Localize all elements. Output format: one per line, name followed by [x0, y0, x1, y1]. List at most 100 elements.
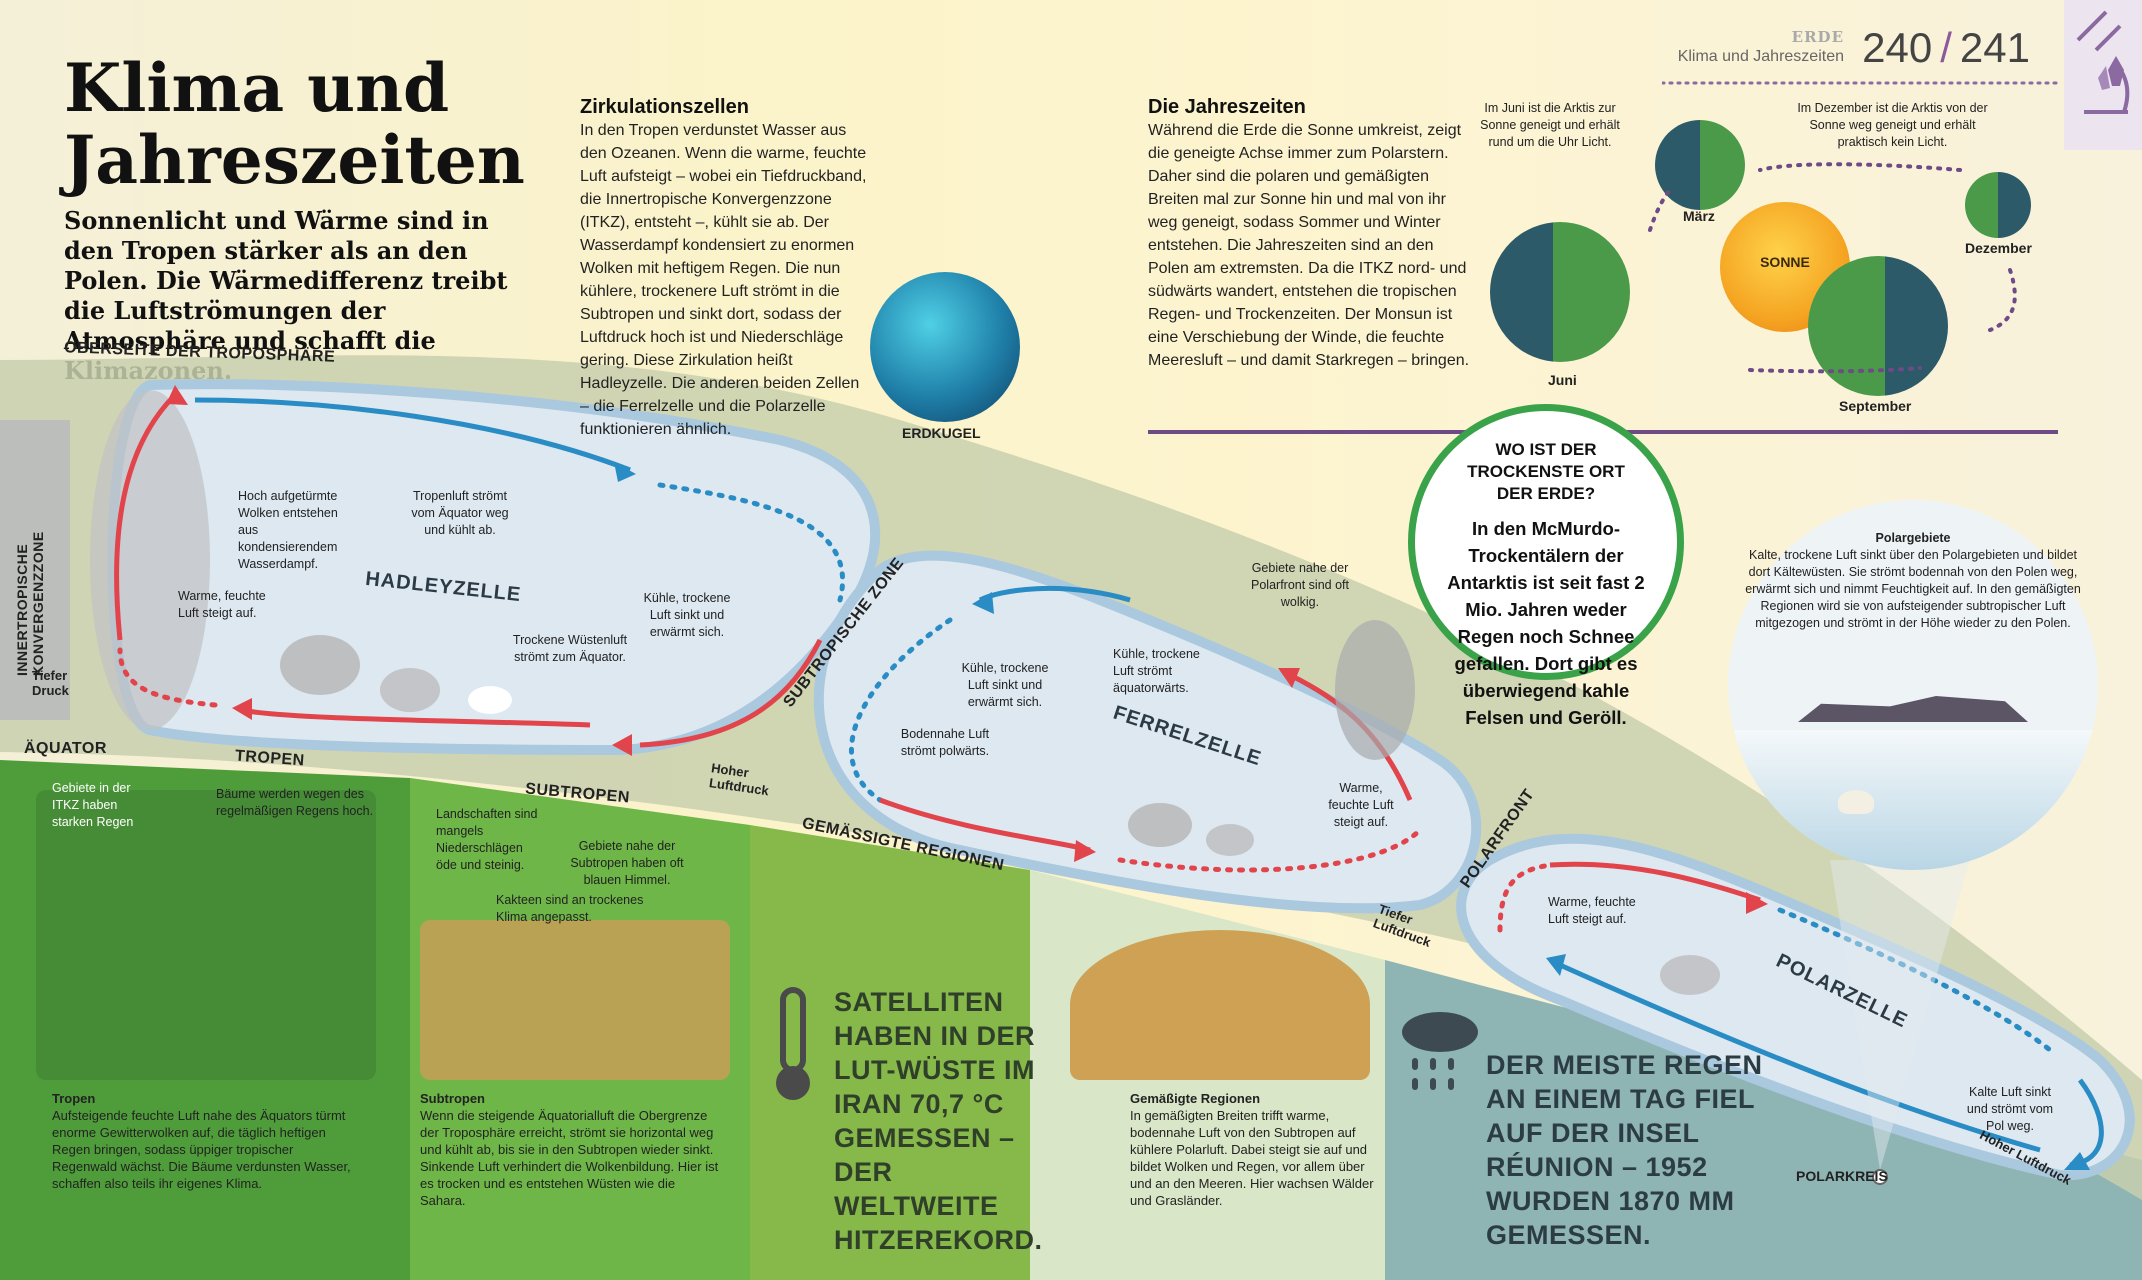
hadley-outflow-arrowhead: [614, 462, 636, 482]
sun-label: SONNE: [1760, 254, 1810, 270]
hadley-surface-arrow: [239, 707, 591, 728]
caption-polar-rises: Warme, feuchte Luft steigt auf.: [1548, 895, 1636, 926]
ferrel-return-arrowhead: [1278, 668, 1300, 688]
cloud: [380, 668, 440, 712]
polar-region-heading: Polargebiete: [1875, 531, 1951, 545]
subtropics-text-block: Subtropen Wenn die steigende Äquatoriall…: [420, 1090, 720, 1209]
circulation-heading: Zirkulationszellen: [580, 96, 749, 118]
caption-ferrel-equator: Kühle, trockene Luft strömt äquatorwärts…: [1113, 647, 1200, 695]
caption-ferrel-sinks: Kühle, trockene Luft sinkt und erwärmt s…: [961, 661, 1049, 709]
satellite-fact: SATELLITEN HABEN IN DER LUT-WÜSTE IM IRA…: [768, 985, 1042, 1257]
ferrel-surface-arrowhead: [1074, 840, 1096, 862]
chapter-tab: [2064, 0, 2142, 150]
mountains: [1798, 696, 2028, 722]
june-label: Juni: [1548, 372, 1577, 388]
rainforest-illustration: [36, 790, 376, 1080]
polar-upper-arrowhead: [1746, 892, 1768, 914]
ferrel-surface-arrow: [879, 797, 1091, 853]
itcz-cloud: [0, 420, 70, 720]
rain-fact-text: DER MEISTE REGEN AN EINEM TAG FIEL AUF D…: [1486, 1050, 1763, 1250]
polar-upper-arrow: [1549, 861, 1761, 903]
hadley-sinking-dots: [657, 482, 845, 603]
thermometer-icon: [776, 987, 810, 1100]
cloud: [468, 686, 512, 714]
tropics-body: Aufsteigende feuchte Luft nahe des Äquat…: [52, 1108, 351, 1191]
lead-text: Sonnenlicht und Wärme sind in den Tropen…: [64, 206, 508, 385]
polar-surface-arrow: [1558, 962, 2041, 1153]
ice-field: [1728, 730, 2098, 870]
ferrel-rising-dots: [1117, 827, 1423, 873]
hadley-rising-arrow: [114, 393, 177, 641]
header-rule: [1662, 81, 2062, 85]
orbit-arrows: [1648, 162, 2017, 374]
polar-region-body: Kalte, trockene Luft sinkt über den Pola…: [1745, 548, 2081, 630]
caption-land: Landschaften sind mangels Niederschlägen…: [436, 807, 538, 872]
march-label: März: [1683, 208, 1715, 224]
caption-desert-air: Trockene Wüstenluft strömt zum Äquator.: [512, 633, 628, 664]
tropics-text-block: Tropen Aufsteigende feuchte Luft nahe de…: [52, 1090, 352, 1192]
globe-icon: [870, 272, 1020, 422]
hadley-outflow-arrow: [194, 397, 631, 473]
rain-cloud-icon: [1402, 1012, 1478, 1090]
seasons-section: Die Jahreszeiten Während die Erde die So…: [1148, 96, 1478, 372]
polar-rising-dots: [1497, 862, 1553, 933]
polar-circle-label: POLARKREIS: [1796, 1168, 1888, 1184]
caption-ground-air: Bodennahe Luft strömt polwärts.: [900, 727, 990, 758]
microscope-icon: [2076, 10, 2130, 114]
title-line-2: Jahreszeiten: [64, 121, 525, 199]
polar-surface-arrowhead: [1546, 954, 1566, 976]
page-left: 240: [1862, 24, 1933, 71]
header-category: ERDE: [1791, 28, 1844, 46]
cloud: [1206, 824, 1254, 856]
september-label: September: [1839, 398, 1912, 414]
hadley-surface-arrowhead: [232, 698, 252, 720]
page-title: Klima und Jahreszeiten: [64, 52, 525, 196]
page-separator: /: [1940, 24, 1952, 71]
temperate-body: In gemäßigten Breiten trifft warme, bode…: [1130, 1108, 1374, 1208]
ferrel-upper-arrowhead: [972, 592, 994, 614]
earth-march-icon: [1655, 120, 1745, 210]
earth-december-icon: [1965, 172, 2031, 238]
seasons-heading: Die Jahreszeiten: [1148, 96, 1306, 118]
subtropics-heading: Subtropen: [420, 1091, 485, 1106]
caption-cacti: Kakteen sind an trockenes Klima angepass…: [496, 893, 644, 924]
header-subtitle: Klima und Jahreszeiten: [1677, 48, 1844, 65]
temperate-text-block: Gemäßigte Regionen In gemäßigten Breiten…: [1130, 1090, 1380, 1209]
temperate-heading: Gemäßigte Regionen: [1130, 1091, 1261, 1106]
page-right: 241: [1959, 24, 2030, 71]
subtropics-body: Wenn die steigende Äquatorialluft die Ob…: [420, 1108, 719, 1208]
polar-region-text: Polargebiete Kalte, trockene Luft sinkt …: [1745, 530, 2081, 632]
driest-answer: In den McMurdo-Trockentälern der Antarkt…: [1447, 518, 1645, 728]
polar-upper-dots: [1777, 907, 2053, 1053]
hadley-return-arrow: [639, 638, 823, 748]
ferrel-cell: [813, 550, 1482, 914]
polar-bear-icon: [1838, 790, 1874, 814]
polar-circle-marker: [1872, 1169, 1888, 1185]
cloud: [280, 635, 360, 695]
tower-clouds: [90, 390, 210, 730]
tropics-heading: Tropen: [52, 1091, 96, 1106]
june-note: Im Juni ist die Arktis zur Sonne geneigt…: [1480, 101, 1620, 149]
caption-polar-front-clouds: Gebiete nahe der Polarfront sind oft wol…: [1251, 561, 1349, 609]
december-note: Im Dezember ist die Arktis von der Sonne…: [1797, 101, 1988, 149]
caption-trees: Bäume werden wegen des regelmäßigen Rege…: [216, 787, 374, 818]
december-label: Dezember: [1965, 240, 2032, 256]
itcz-label: INNERTROPISCHE KONVERGENZZONE: [14, 531, 46, 676]
caption-rain: Gebiete in der ITKZ haben starken Regen: [52, 781, 134, 829]
polar-front-clouds: [1335, 620, 1415, 760]
caption-tropical-air: Tropenluft strömt vom Äquator weg und kü…: [411, 489, 509, 537]
circulation-text: In den Tropen verdunstet Wasser aus den …: [580, 122, 867, 438]
caption-cool-sinks: Kühle, trockene Luft sinkt und erwärmt s…: [643, 591, 731, 639]
hadley-surface-dots: [117, 647, 218, 708]
earth-june-icon: [1490, 222, 1630, 362]
page-numbers: 240/241: [1862, 24, 2030, 72]
driest-place-callout: WO IST DER TROCKENSTE ORT DER ERDE? In d…: [1408, 404, 1684, 728]
ferrel-sinking-dots: [849, 617, 953, 803]
hadley-rising-arrowhead: [166, 385, 188, 405]
seasons-text: Während die Erde die Sonne umkreist, zei…: [1148, 122, 1470, 369]
polar-ground: [1385, 960, 2142, 1280]
magnifier-beam: [1830, 860, 1970, 1170]
caption-polar-cold: Kalte Luft sinkt und strömt vom Pol weg.: [1966, 1085, 2054, 1133]
equator-label: ÄQUATOR: [24, 740, 107, 757]
desert-illustration: [420, 920, 730, 1080]
